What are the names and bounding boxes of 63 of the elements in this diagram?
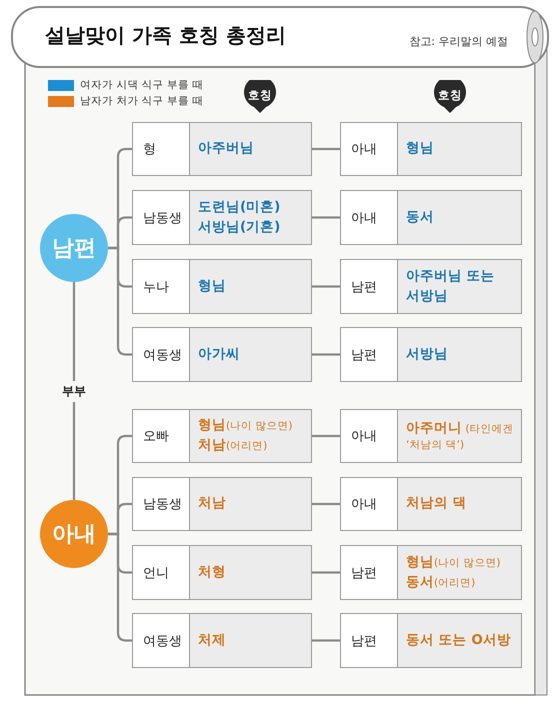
legend-text: 여자가 시댁 식구 부를 때 bbox=[80, 78, 204, 92]
relative-box bbox=[132, 477, 312, 531]
address-term: 형님(나이 많으면) 동서(어리면) bbox=[406, 552, 502, 592]
address-term: 처형 bbox=[198, 562, 226, 582]
address-term: 도련님(미혼) 서방님(기혼) bbox=[198, 198, 282, 236]
address-term: 아주버님 또는 서방님 bbox=[406, 266, 496, 306]
relation-label: 남편 bbox=[351, 346, 377, 364]
address-term: 처남 bbox=[198, 494, 226, 514]
relative-box bbox=[132, 327, 312, 382]
address-term: 처제 bbox=[198, 630, 226, 650]
address-term: 서방님 bbox=[406, 344, 448, 364]
connector-line bbox=[312, 148, 340, 150]
relative-box bbox=[132, 122, 312, 176]
spouse-box bbox=[340, 327, 522, 382]
connector-line bbox=[312, 216, 340, 219]
pin-marker: 호칭 bbox=[433, 80, 467, 113]
spouse-box bbox=[340, 545, 522, 600]
address-term: 아가씨 bbox=[198, 344, 240, 364]
source-note: 참고: 우리말의 예절 bbox=[409, 34, 508, 49]
relation-label: 아내 bbox=[351, 210, 377, 226]
relative-box bbox=[132, 409, 312, 463]
address-term: 동서 bbox=[406, 208, 434, 227]
address-term: 형님 bbox=[406, 139, 434, 158]
connector-line bbox=[312, 639, 340, 642]
title: 설날맞이 가족 호칭 총정리 bbox=[45, 22, 286, 49]
relation-label: 남편 bbox=[351, 564, 377, 582]
connector-line bbox=[312, 434, 340, 438]
relation-label: 언니 bbox=[143, 564, 169, 582]
address-term: 동서 또는 O서방 bbox=[406, 630, 511, 650]
relative-box bbox=[132, 545, 312, 600]
spouse-box bbox=[340, 122, 522, 176]
connector-line bbox=[72, 282, 76, 500]
relative-box bbox=[132, 613, 312, 668]
relation-label: 남동생 bbox=[143, 210, 182, 226]
relation-label: 남편 bbox=[351, 278, 377, 296]
relation-label: 여동생 bbox=[143, 346, 182, 364]
address-term: 형님 bbox=[198, 276, 226, 296]
relative-box bbox=[132, 259, 312, 314]
legend-text: 남자가 처가 식구 부를 때 bbox=[80, 94, 204, 108]
spouse-box bbox=[340, 259, 522, 314]
relation-label: 아내 bbox=[351, 141, 377, 158]
connector-line bbox=[312, 571, 340, 574]
relation-label: 여동생 bbox=[143, 632, 182, 650]
spouse-box bbox=[340, 613, 522, 668]
relation-label: 남동생 bbox=[143, 496, 182, 513]
connector-line bbox=[312, 502, 340, 506]
relation-label: 오빠 bbox=[143, 428, 169, 445]
spouse-box bbox=[340, 190, 522, 245]
spouse-box bbox=[340, 409, 522, 463]
address-term: 처남의 댁 bbox=[406, 494, 467, 514]
relation-label: 형 bbox=[143, 141, 156, 158]
connector-line bbox=[312, 285, 340, 288]
address-term: 아주머니 (타인에겐 ‘처남의 댁’) bbox=[406, 418, 514, 454]
relation-label: 남편 bbox=[351, 632, 377, 650]
connector-line bbox=[312, 353, 340, 356]
relation-label: 누나 bbox=[143, 278, 169, 296]
relation-label: 아내 bbox=[351, 428, 377, 445]
spouse-box bbox=[340, 477, 522, 531]
address-term: 아주버님 bbox=[198, 139, 254, 158]
relative-box bbox=[132, 190, 312, 245]
pin-marker: 호칭 bbox=[243, 80, 277, 113]
relation-label: 아내 bbox=[351, 496, 377, 513]
address-term: 형님(나이 많으면) 처남(어리면) bbox=[198, 416, 294, 455]
